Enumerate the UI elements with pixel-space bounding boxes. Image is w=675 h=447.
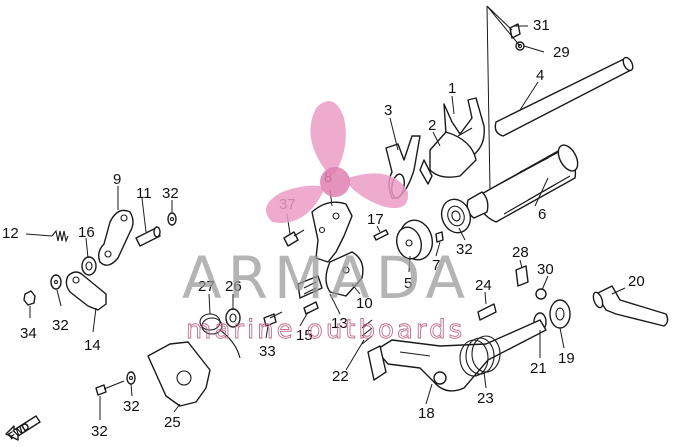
callout-10: 10	[356, 295, 373, 312]
leader-lines	[25, 25, 626, 420]
watermark-brand: ARMADA	[182, 244, 471, 312]
plate-bolt	[283, 229, 305, 247]
callout-33: 32	[456, 241, 473, 258]
callout-5: 5	[404, 275, 412, 292]
roller-bolt	[263, 311, 283, 327]
lever-collar	[81, 256, 97, 276]
callout-1: 1	[448, 80, 456, 97]
callout-17: 17	[367, 211, 384, 228]
washer-upper	[167, 212, 177, 226]
return-spring	[459, 335, 501, 377]
side-bolt	[477, 303, 497, 321]
gearshift-spindle	[592, 285, 669, 327]
callout-24: 24	[475, 277, 492, 294]
group-leader-lines	[486, 5, 521, 191]
drum-stopper-lever	[97, 209, 134, 266]
drum-cam	[395, 219, 433, 261]
propeller-logo-icon	[265, 100, 409, 223]
gearshift-arm	[375, 319, 547, 392]
callout-21: 21	[530, 360, 547, 377]
callout-20: 20	[628, 273, 645, 290]
stopper-plate	[297, 251, 364, 299]
callout-19: 19	[558, 350, 575, 367]
long-bolt	[95, 380, 125, 396]
callout-11: 11	[136, 185, 152, 202]
stopper-pivot	[135, 226, 161, 247]
bearing	[440, 198, 472, 234]
callout-32-upper: 32	[162, 185, 179, 202]
callout-22: 22	[332, 368, 349, 385]
callout-23: 23	[477, 390, 494, 407]
callout-4: 4	[536, 67, 544, 84]
callout-2: 2	[428, 117, 436, 134]
callout-labels: 31 29 4 1 2 3 6 32 5 7 8 37 17 10 13 15 …	[2, 17, 645, 440]
callout-34: 32	[91, 423, 108, 440]
callout-15: 15	[296, 327, 313, 344]
callout-3: 3	[384, 102, 392, 119]
shift-plate	[311, 201, 353, 263]
shift-fork-left	[419, 131, 477, 185]
callout-30: 30	[537, 261, 554, 278]
callout-31: 31	[533, 17, 550, 34]
callout-25: 25	[164, 414, 181, 431]
callout-16: 16	[78, 224, 95, 241]
forward-arrow-icon	[5, 415, 41, 441]
shift-pin	[303, 301, 319, 315]
washer-lower	[126, 371, 136, 385]
watermark-tagline: marine outboards	[186, 315, 465, 345]
callout-27: 27	[198, 278, 215, 295]
callout-14: 14	[84, 337, 101, 354]
washer-left	[50, 274, 62, 290]
arm-bolt	[515, 265, 547, 300]
callout-29: 29	[553, 44, 570, 61]
callout-32-left: 32	[52, 317, 69, 334]
callout-7: 7	[432, 257, 440, 274]
callout-28: 28	[512, 244, 529, 261]
callout-18: 18	[418, 405, 435, 422]
callout-36: 34	[20, 325, 37, 342]
callout-32-lower: 32	[123, 398, 140, 415]
arm-spring	[361, 319, 387, 381]
guide-pin	[373, 229, 389, 241]
callout-13: 13	[331, 315, 348, 332]
watermark: ARMADA marine outboards	[182, 100, 471, 345]
shift-drum	[466, 144, 579, 223]
drum-pin	[435, 231, 444, 243]
callout-26: 26	[225, 278, 242, 295]
callout-12: 12	[2, 225, 19, 242]
guide-plate	[147, 341, 211, 407]
callout-35: 33	[259, 343, 276, 360]
shift-lever-lower	[65, 271, 107, 311]
callout-9: 9	[113, 171, 121, 188]
stopper-spring	[51, 229, 69, 243]
fork-shaft	[494, 56, 634, 137]
callout-6: 6	[538, 206, 546, 223]
lock-nut	[23, 290, 36, 306]
